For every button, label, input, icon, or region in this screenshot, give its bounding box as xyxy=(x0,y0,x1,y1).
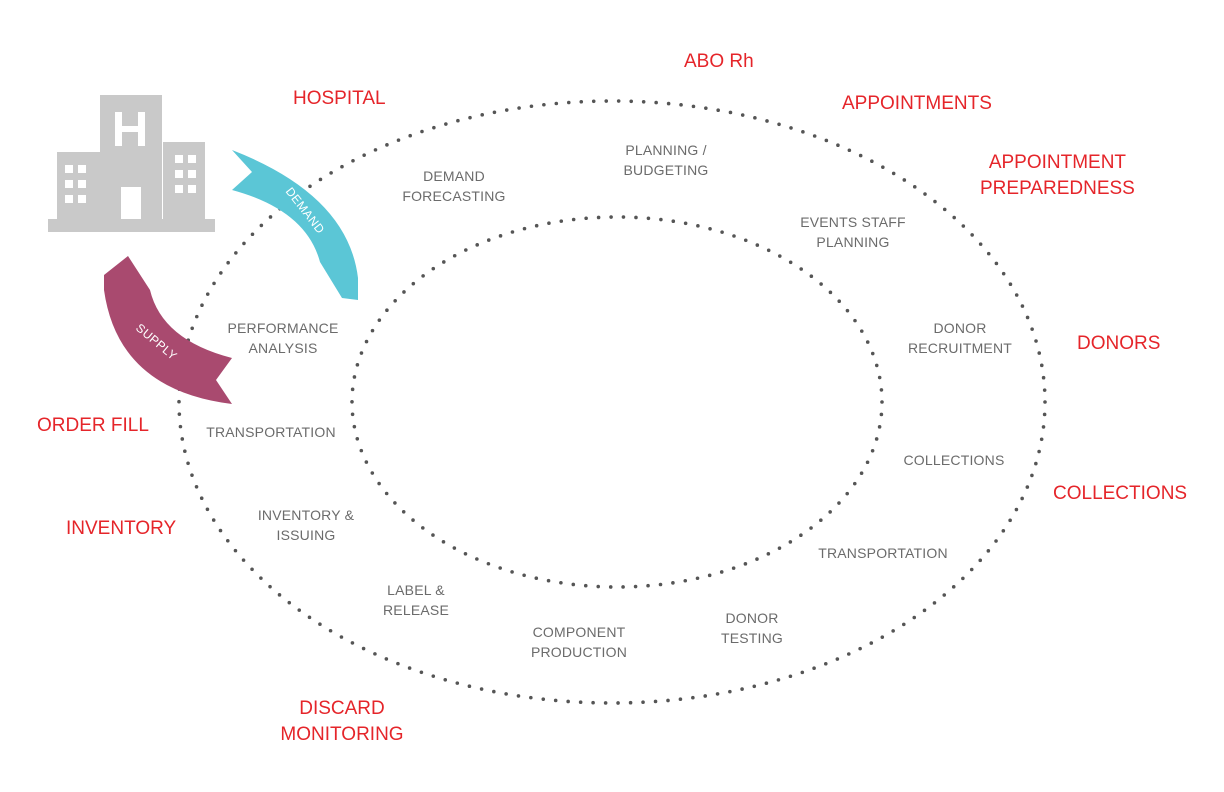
events-staff-planning-line-2: PLANNING xyxy=(816,234,890,250)
component-production-label: COMPONENT PRODUCTION xyxy=(518,622,640,662)
component-production-line-1: COMPONENT xyxy=(532,624,626,640)
label-release-label: LABEL & RELEASE xyxy=(366,580,466,620)
planning-budgeting-label: PLANNING / BUDGETING xyxy=(606,140,726,180)
outer-dotted-ring xyxy=(177,99,1047,705)
planning-budgeting-line-2: BUDGETING xyxy=(623,162,709,178)
appointment-preparedness-line-1: APPOINTMENT xyxy=(988,152,1127,173)
label-release-line-2: RELEASE xyxy=(383,602,449,618)
component-production-line-2: PRODUCTION xyxy=(530,644,628,660)
donor-recruitment-line-1: DONOR xyxy=(933,320,987,336)
appointment-preparedness-line-2: PREPAREDNESS xyxy=(980,178,1135,199)
collections-ring-label: COLLECTIONS xyxy=(903,452,1005,468)
collections-outer-label: COLLECTIONS xyxy=(1053,483,1188,504)
inventory-issuing-line-2: ISSUING xyxy=(276,527,336,543)
performance-analysis-label: PERFORMANCE ANALYSIS xyxy=(220,318,346,358)
appointment-preparedness-label: APPOINTMENT PREPAREDNESS xyxy=(980,150,1135,202)
discard-monitoring-line-1: DISCARD xyxy=(299,698,385,719)
hospital-label: HOSPITAL xyxy=(293,88,386,109)
discard-monitoring-line-2: MONITORING xyxy=(280,724,404,745)
discard-monitoring-label: DISCARD MONITORING xyxy=(276,696,408,748)
donor-testing-line-1: DONOR xyxy=(725,610,779,626)
donor-testing-label: DONOR TESTING xyxy=(696,608,808,648)
demand-forecasting-line-1: DEMAND xyxy=(423,168,485,184)
demand-forecasting-line-2: FORECASTING xyxy=(402,188,506,204)
transportation-right-label: TRANSPORTATION xyxy=(818,545,948,561)
hospital-building-icon xyxy=(48,95,215,232)
inventory-issuing-line-1: INVENTORY & xyxy=(257,507,355,523)
demand-forecasting-label: DEMAND FORECASTING xyxy=(394,166,514,206)
label-release-line-1: LABEL & xyxy=(387,582,445,598)
donor-testing-line-2: TESTING xyxy=(720,630,784,646)
events-staff-planning-line-1: EVENTS STAFF xyxy=(800,214,906,230)
donor-recruitment-line-2: RECRUITMENT xyxy=(907,340,1013,356)
donor-recruitment-label: DONOR RECRUITMENT xyxy=(900,318,1020,358)
supply-arrow: SUPPLY xyxy=(104,256,232,404)
performance-analysis-line-2: ANALYSIS xyxy=(248,340,318,356)
appointments-label: APPOINTMENTS xyxy=(842,93,992,114)
events-staff-planning-label: EVENTS STAFF PLANNING xyxy=(788,212,918,252)
inventory-issuing-label: INVENTORY & ISSUING xyxy=(246,505,366,545)
inner-dotted-ring xyxy=(350,215,884,589)
planning-budgeting-line-1: PLANNING / xyxy=(625,142,707,158)
abo-rh-label: ABO Rh xyxy=(684,51,754,72)
transportation-left-label: TRANSPORTATION xyxy=(206,424,336,440)
performance-analysis-line-1: PERFORMANCE xyxy=(227,320,339,336)
demand-arrow: DEMAND xyxy=(232,150,358,300)
donors-label: DONORS xyxy=(1077,333,1161,354)
order-fill-label: ORDER FILL xyxy=(37,415,149,436)
inventory-outer-label: INVENTORY xyxy=(66,518,177,539)
